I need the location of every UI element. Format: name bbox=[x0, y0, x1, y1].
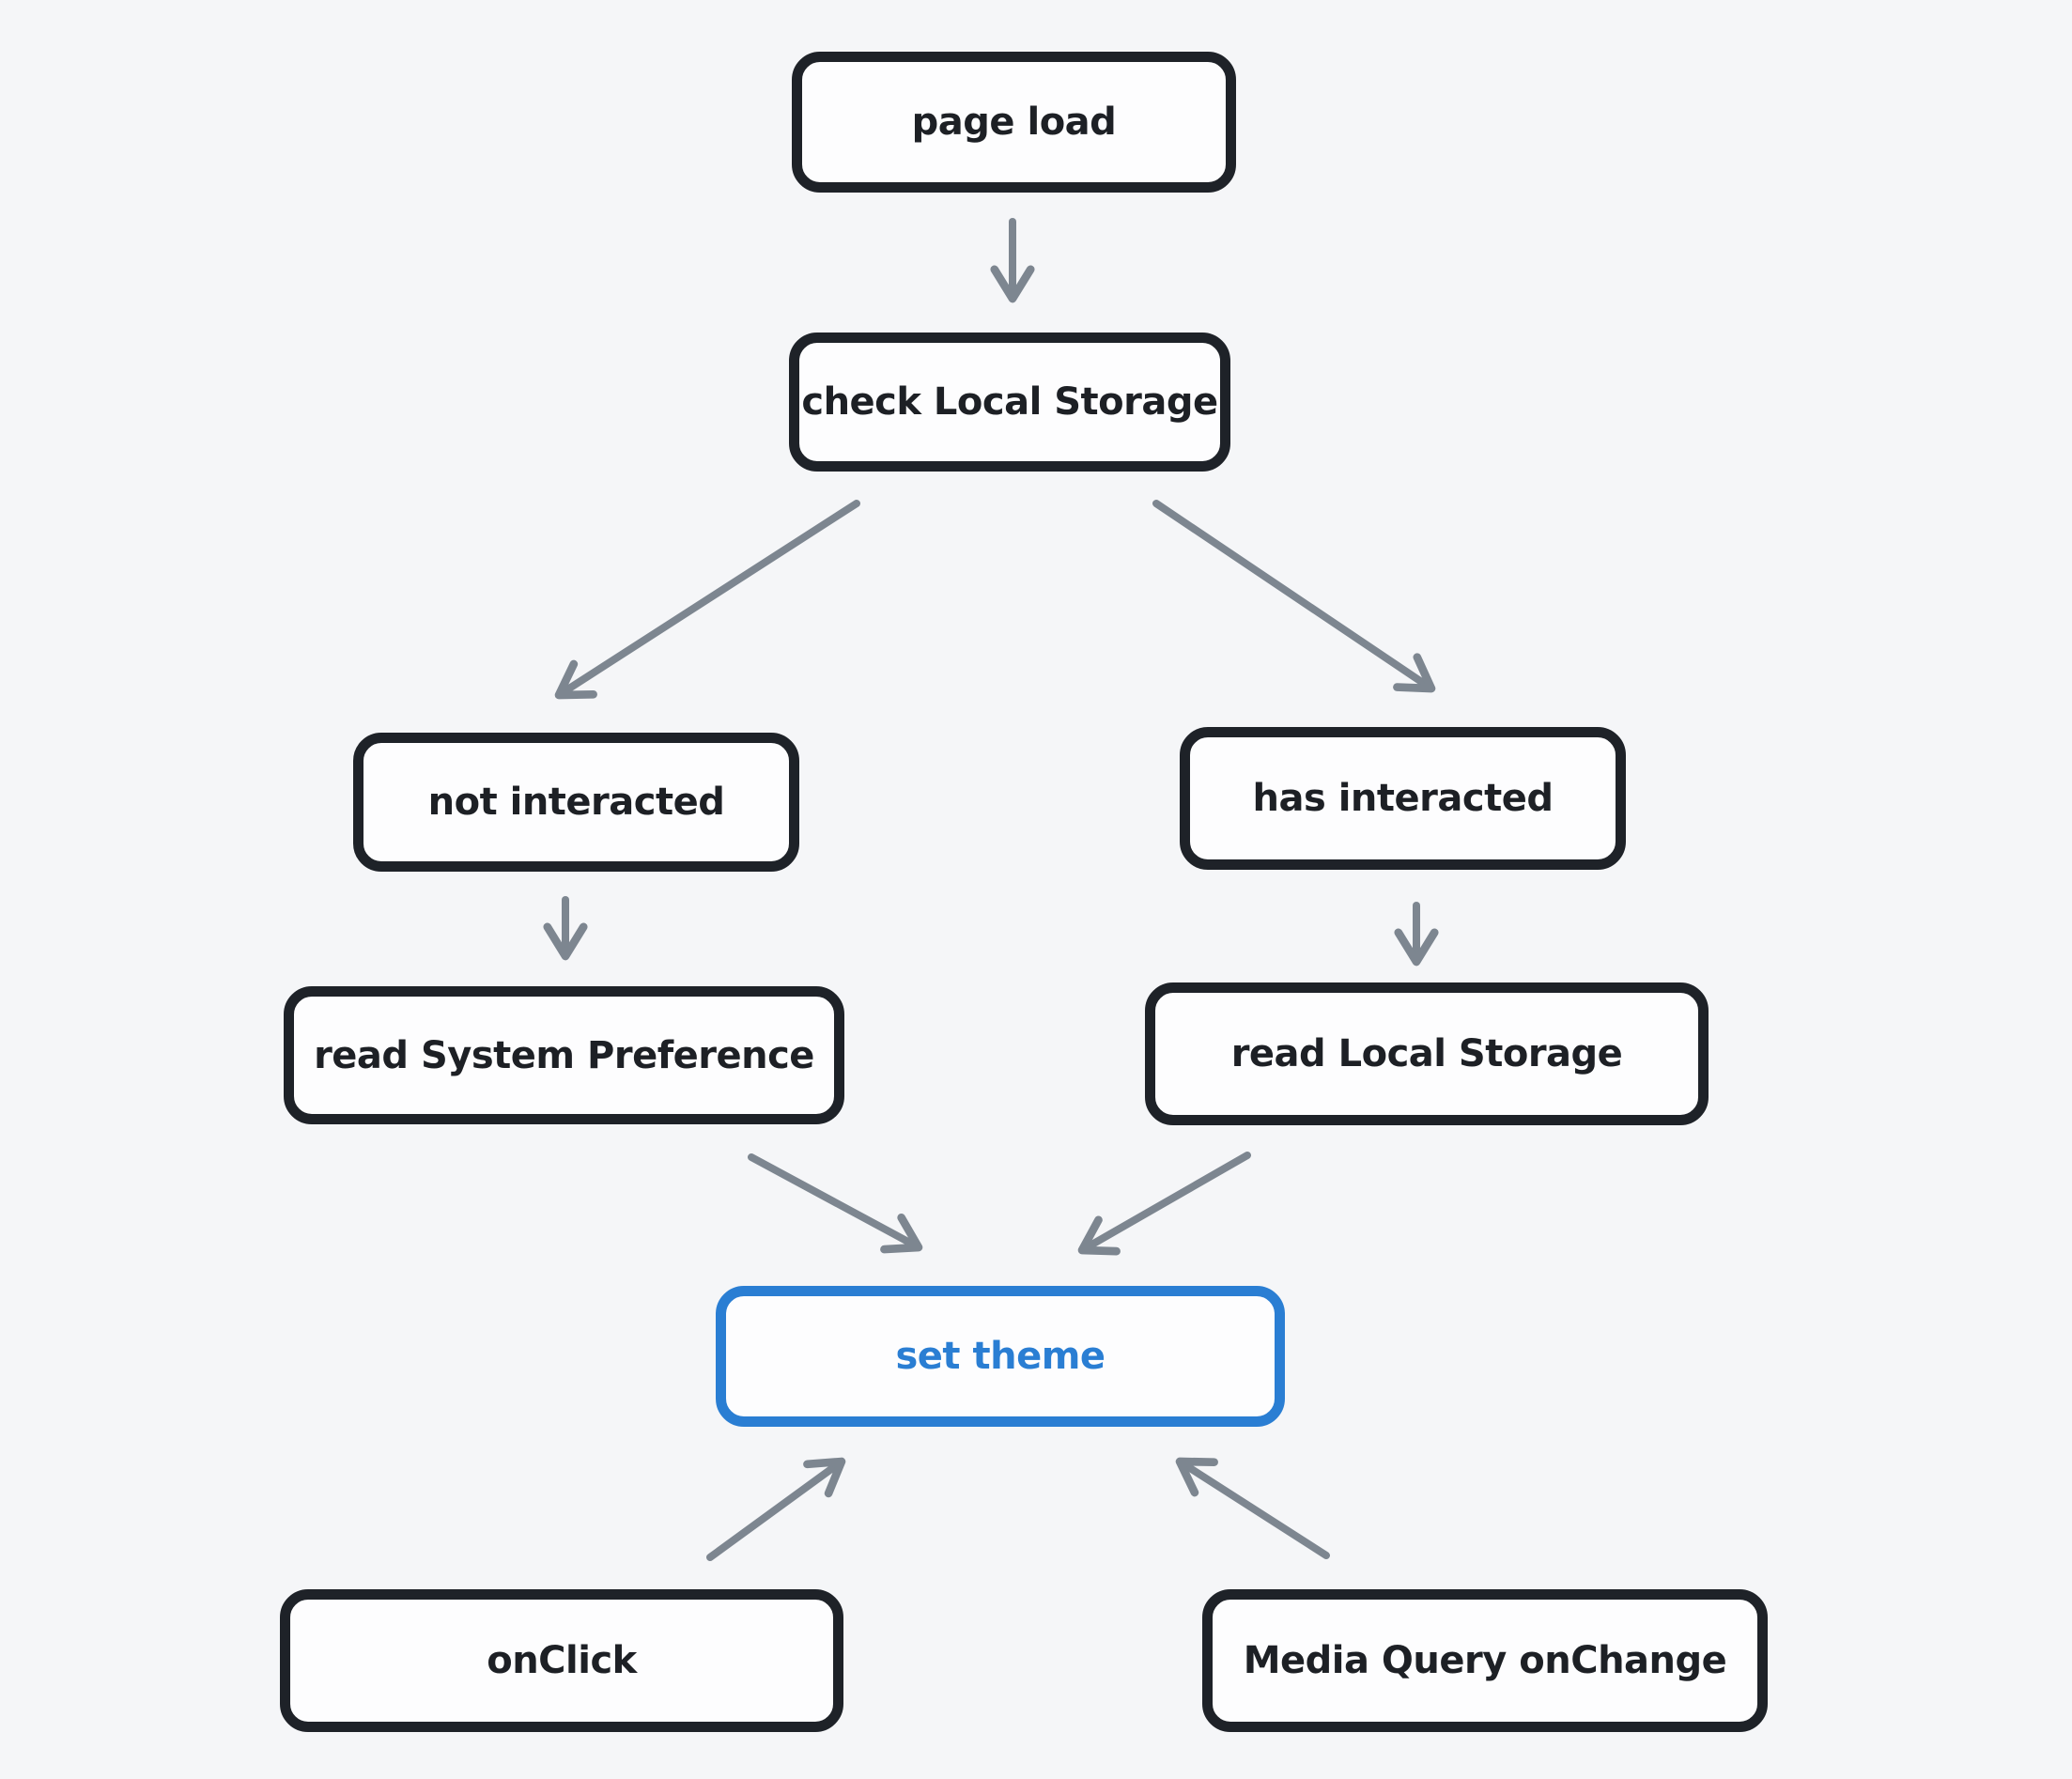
node-read-local-storage[interactable]: read Local Storage bbox=[1145, 982, 1709, 1125]
node-read-local-storage-label: read Local Storage bbox=[1230, 1032, 1623, 1075]
node-onclick-label: onClick bbox=[487, 1639, 637, 1682]
edge-check-local-storage-to-not-interacted bbox=[554, 500, 860, 700]
node-read-system-preference-label: read System Preference bbox=[314, 1033, 814, 1077]
node-media-query-onchange-label: Media Query onChange bbox=[1243, 1639, 1727, 1682]
node-set-theme-label: set theme bbox=[895, 1335, 1106, 1378]
node-check-local-storage-label: check Local Storage bbox=[801, 380, 1218, 424]
edge-media-query-onchange-to-set-theme bbox=[1175, 1457, 1330, 1559]
edge-check-local-storage-to-has-interacted bbox=[1152, 500, 1436, 693]
node-has-interacted-label: has interacted bbox=[1252, 777, 1554, 820]
node-not-interacted-label: not interacted bbox=[427, 781, 725, 824]
node-not-interacted[interactable]: not interacted bbox=[353, 733, 799, 872]
edge-read-system-preference-to-set-theme bbox=[748, 1153, 923, 1254]
node-set-theme[interactable]: set theme bbox=[716, 1286, 1285, 1427]
node-onclick[interactable]: onClick bbox=[280, 1589, 843, 1732]
node-has-interacted[interactable]: has interacted bbox=[1180, 727, 1626, 870]
node-page-load-label: page load bbox=[911, 101, 1117, 144]
edge-onclick-to-set-theme bbox=[706, 1457, 846, 1561]
node-check-local-storage[interactable]: check Local Storage bbox=[789, 333, 1230, 472]
node-media-query-onchange[interactable]: Media Query onChange bbox=[1202, 1589, 1768, 1732]
edge-read-local-storage-to-set-theme bbox=[1077, 1152, 1251, 1256]
node-read-system-preference[interactable]: read System Preference bbox=[284, 986, 844, 1124]
node-page-load[interactable]: page load bbox=[792, 52, 1236, 193]
